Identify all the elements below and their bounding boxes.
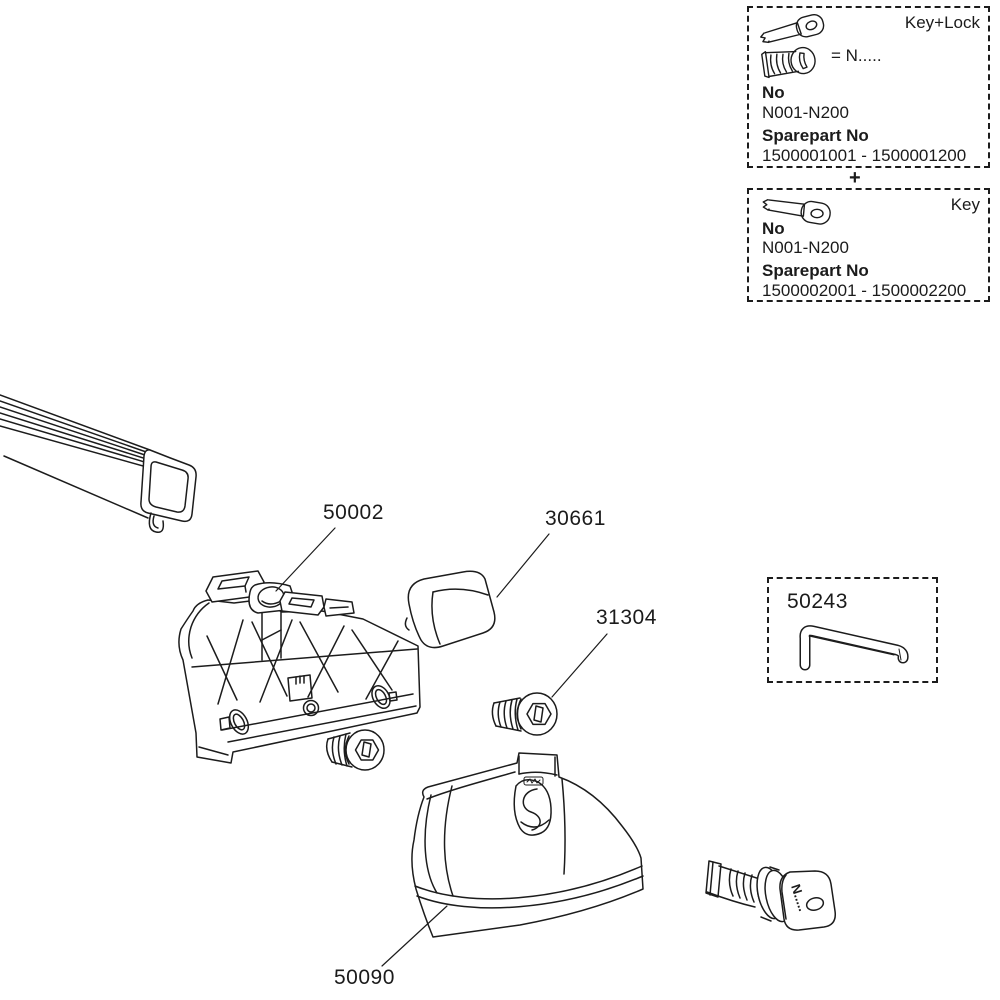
part-label-bracket: 50002: [323, 501, 384, 524]
plus-sign: +: [849, 167, 861, 189]
hex-screw-drawing: [325, 729, 385, 771]
lock-cylinder-icon: [761, 46, 816, 79]
leader-line: [551, 633, 608, 698]
key-box-title: Key: [950, 195, 980, 214]
sparepart-label: Sparepart No: [762, 261, 869, 280]
key-lock-info-box: Key+Lock = N..... No N001-N200 Sparepart…: [747, 6, 990, 168]
hex-screw-31304-drawing: [491, 692, 558, 736]
part-label-cap: 30661: [545, 507, 606, 530]
lock-cylinder-key-drawing: N.....: [705, 860, 837, 931]
sparepart-label: Sparepart No: [762, 126, 869, 145]
no-label: No: [762, 219, 785, 238]
key-icon: [760, 14, 825, 44]
leader-line: [275, 527, 336, 592]
part-label-housing: 50090: [334, 966, 395, 989]
key-icon: [762, 199, 831, 225]
leader-lines: [275, 527, 608, 967]
allen-key-drawing: [799, 625, 909, 671]
sparepart-value: 1500001001 - 1500001200: [762, 146, 967, 165]
no-value: N001-N200: [762, 103, 849, 122]
part-label-screw: 31304: [596, 606, 657, 629]
no-label: No: [762, 83, 785, 102]
brand-logo: [523, 776, 544, 786]
load-bar-drawing: [0, 394, 197, 534]
part-label-allen-key: 50243: [787, 590, 848, 613]
leader-line: [381, 905, 448, 967]
foot-housing-drawing: [411, 752, 644, 938]
foot-bracket-drawing: [178, 570, 421, 764]
cover-cap-drawing: [404, 570, 496, 649]
allen-key-box: 50243: [767, 577, 938, 683]
leader-line: [496, 533, 550, 598]
equals-key-number: = N.....: [831, 46, 882, 65]
sparepart-value: 1500002001 - 1500002200: [762, 281, 967, 300]
key-lock-box-title: Key+Lock: [904, 13, 980, 32]
key-info-box: Key No N001-N200 Sparepart No 1500002001…: [747, 188, 990, 302]
no-value: N001-N200: [762, 238, 849, 257]
